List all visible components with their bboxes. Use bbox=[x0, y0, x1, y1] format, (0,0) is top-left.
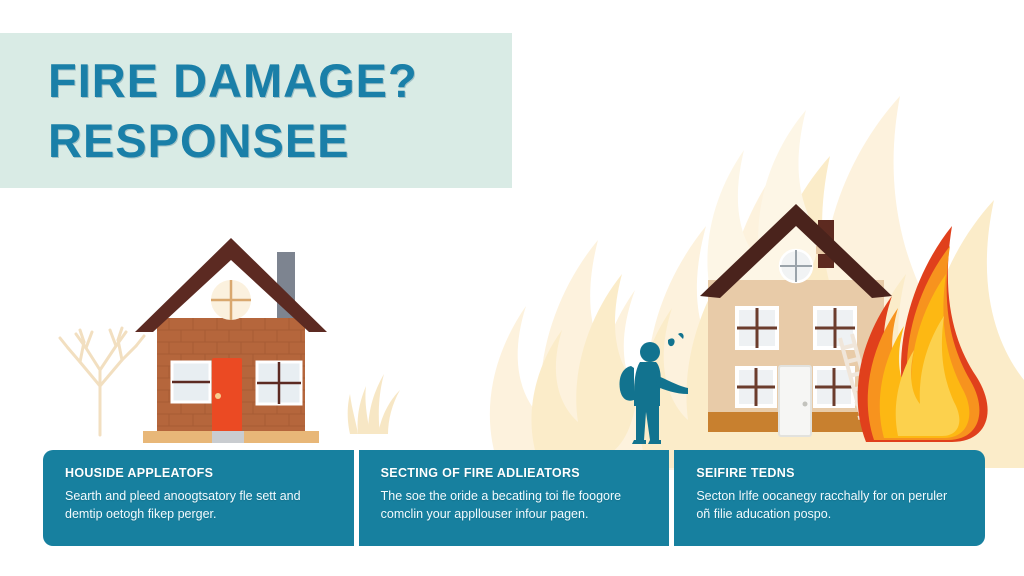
title-band: FIRE DAMAGE? RESPONSEE bbox=[0, 33, 512, 188]
info-panel-1-body: Searth and pleed anoogtsatory fle sett a… bbox=[65, 489, 301, 521]
door-step bbox=[212, 431, 244, 443]
roof-right bbox=[700, 204, 892, 298]
info-panel-1-title: HOUSIDE APPLEATOFS bbox=[65, 466, 214, 480]
info-panel-3[interactable]: SEIFIRE TEDNS Secton lrlfe oocanegy racc… bbox=[674, 450, 986, 546]
main-flames bbox=[857, 226, 988, 442]
info-panel-3-title: SEIFIRE TEDNS bbox=[696, 466, 795, 480]
firefighter-silhouette bbox=[619, 332, 688, 444]
burning-house bbox=[700, 204, 892, 437]
title-line-1: FIRE DAMAGE? bbox=[48, 53, 418, 107]
info-panels: HOUSIDE APPLEATOFS Searth and pleed anoo… bbox=[43, 450, 986, 546]
info-panel-3-body: Secton lrlfe oocanegy racchally for on p… bbox=[696, 489, 948, 521]
title-line-2: RESPONSEE bbox=[48, 113, 350, 167]
backpack bbox=[619, 366, 634, 401]
grass-tuft bbox=[347, 374, 400, 434]
arm bbox=[656, 376, 688, 394]
illustration-row bbox=[58, 204, 988, 444]
front-door-right bbox=[778, 365, 812, 437]
info-panel-2-body: The soe the oride a becatling toi fle fo… bbox=[380, 489, 622, 521]
bare-tree-icon bbox=[58, 326, 146, 437]
brick-house bbox=[135, 238, 327, 443]
info-panel-2-title: SECTING OF FIRE ADLIEATORS bbox=[380, 466, 580, 480]
front-door bbox=[212, 358, 242, 432]
info-panel-2[interactable]: SECTING OF FIRE ADLIEATORS The soe the o… bbox=[358, 450, 670, 546]
roof bbox=[135, 238, 327, 332]
info-panel-1[interactable]: HOUSIDE APPLEATOFS Searth and pleed anoo… bbox=[43, 450, 354, 546]
